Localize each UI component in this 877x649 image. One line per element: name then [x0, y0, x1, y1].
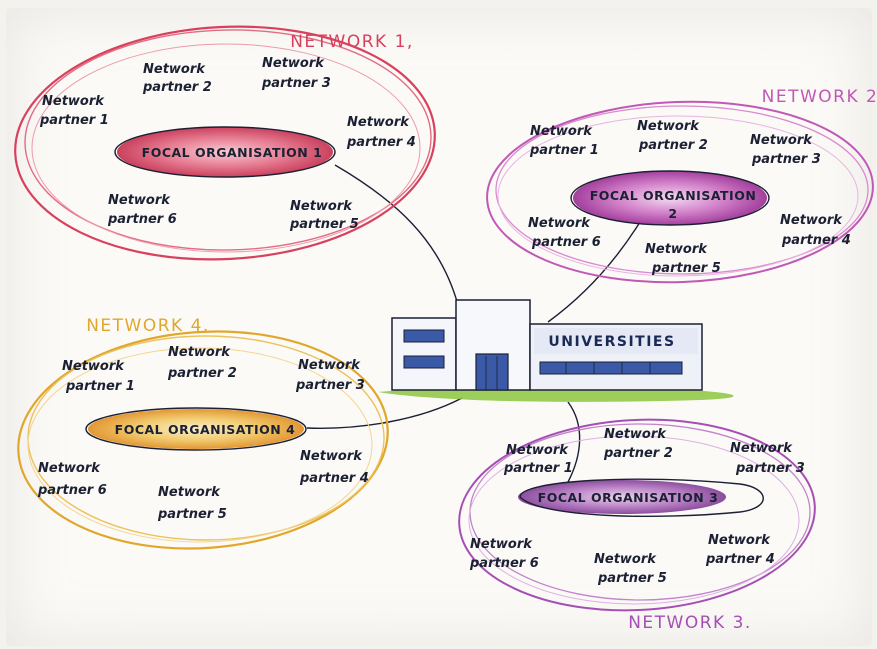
left-window-top: [403, 329, 445, 343]
focal-organisation-4-label: FOCAL ORGANISATION 4: [115, 422, 296, 437]
network-1-outer-ring: [14, 25, 436, 261]
network-4-outer-ring: [17, 330, 389, 550]
left-window-bottom: [403, 355, 445, 369]
connector-network2: [547, 221, 641, 323]
network-1-faint-ring: [31, 43, 421, 253]
focal-organisation-4-fill: [88, 409, 304, 449]
connector-network1: [334, 164, 459, 306]
network-2-outer-ring: [486, 100, 874, 284]
network-4-title: NETWORK 4.: [86, 316, 210, 336]
main-door: [475, 353, 509, 391]
focal-organisation-3-label: FOCAL ORGANISATION 3: [538, 490, 719, 505]
focal-organisation-2-fill: [573, 171, 767, 225]
universities-building: UNIVERSITIES: [378, 299, 734, 402]
focal-organisation-1-outline: [114, 126, 336, 178]
network-1-title: NETWORK 1,: [290, 32, 414, 52]
network-4-faint-ring: [27, 347, 373, 543]
focal-organisation-4-outline: [85, 407, 307, 451]
connector-network4: [306, 397, 463, 429]
network-3-faint-ring: [468, 435, 800, 605]
right-window-band: [539, 361, 683, 375]
focal-organisation-3-fill: [518, 480, 726, 514]
network-3-outer-ring: [458, 418, 816, 612]
network-2-title: NETWORK 2: [762, 87, 877, 107]
focal-organisation-2-outline: [570, 170, 770, 226]
network-3-title: NETWORK 3.: [628, 613, 752, 633]
focal-organisation-3-outline: [519, 478, 764, 518]
left-wing: [391, 317, 457, 391]
focal-organisation-1-fill: [117, 127, 333, 177]
network-2-inner-ring: [495, 105, 869, 275]
focal-organisation-1-label: FOCAL ORGANISATION 1: [142, 145, 323, 160]
sign-panel: [534, 328, 698, 354]
universities-sign: UNIVERSITIES: [548, 334, 675, 350]
network-2-faint-ring: [497, 115, 859, 277]
network-1-inner-ring: [24, 29, 432, 251]
